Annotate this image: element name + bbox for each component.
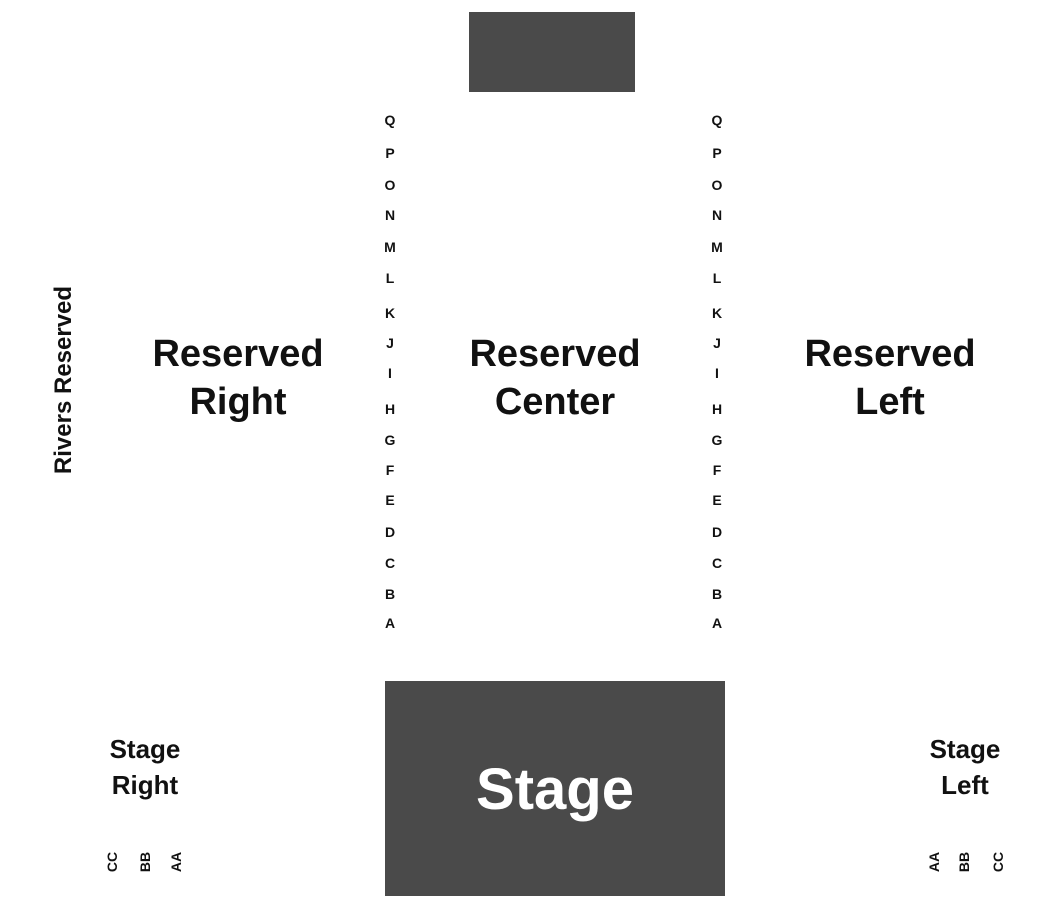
section-reserved-center-line1: Reserved [469,333,641,375]
row-label-a: A [384,615,396,631]
row-label-p: P [712,145,722,161]
section-reserved-center-line2: Center [494,381,616,423]
stage-block: Stage [385,681,725,896]
row-label-g: G [711,432,723,448]
row-label-b: B [711,586,723,602]
section-reserved-left[interactable]: Reserved Left [790,330,990,426]
control-booth [469,12,635,92]
row-label-d: D [711,524,723,540]
row-label-e: E [712,492,722,508]
stage-label: Stage [476,757,634,822]
row-label-c: C [711,555,723,571]
row-label-f: F [712,462,722,478]
row-label-k: K [384,305,396,321]
row-label-i: I [715,365,719,381]
row-label-c: C [384,555,396,571]
row-label-b: B [384,586,396,602]
row-label-f: F [385,462,395,478]
stage-left-row: AA [926,851,942,873]
section-reserved-left-line1: Reserved [804,333,976,375]
section-reserved-right-line1: Reserved [152,333,324,375]
section-stage-right-line1: Stage [109,734,181,764]
section-reserved-left-line2: Left [855,381,925,423]
row-label-h: H [711,401,723,417]
section-stage-right[interactable]: Stage Right [85,731,205,803]
row-label-q: Q [711,112,723,128]
row-label-d: D [384,524,396,540]
row-label-m: M [384,239,396,255]
stage-left-row: CC [990,851,1006,873]
section-stage-left[interactable]: Stage Left [905,731,1025,803]
row-label-j: J [386,335,394,351]
section-reserved-right-line2: Right [189,381,287,423]
stage-right-row: CC [104,851,120,873]
row-label-e: E [385,492,395,508]
section-reserved-center[interactable]: Reserved Center [455,330,655,426]
stage-right-row: BB [137,851,153,873]
row-label-j: J [713,335,721,351]
section-stage-left-line1: Stage [929,734,1001,764]
section-rivers-reserved[interactable]: Rivers Reserved [50,285,77,475]
row-label-k: K [711,305,723,321]
row-label-q: Q [384,112,396,128]
row-label-l: L [712,270,722,286]
section-reserved-right[interactable]: Reserved Right [138,330,338,426]
row-label-h: H [384,401,396,417]
row-label-l: L [385,270,395,286]
stage-right-row: AA [168,851,184,873]
stage-left-row: BB [956,851,972,873]
row-label-g: G [384,432,396,448]
row-label-a: A [711,615,723,631]
row-label-i: I [388,365,392,381]
row-label-m: M [711,239,723,255]
row-label-o: O [384,177,396,193]
section-stage-left-line2: Left [941,770,989,800]
row-label-n: N [711,207,723,223]
row-label-p: P [385,145,395,161]
row-label-n: N [384,207,396,223]
section-stage-right-line2: Right [111,770,179,800]
row-label-o: O [711,177,723,193]
